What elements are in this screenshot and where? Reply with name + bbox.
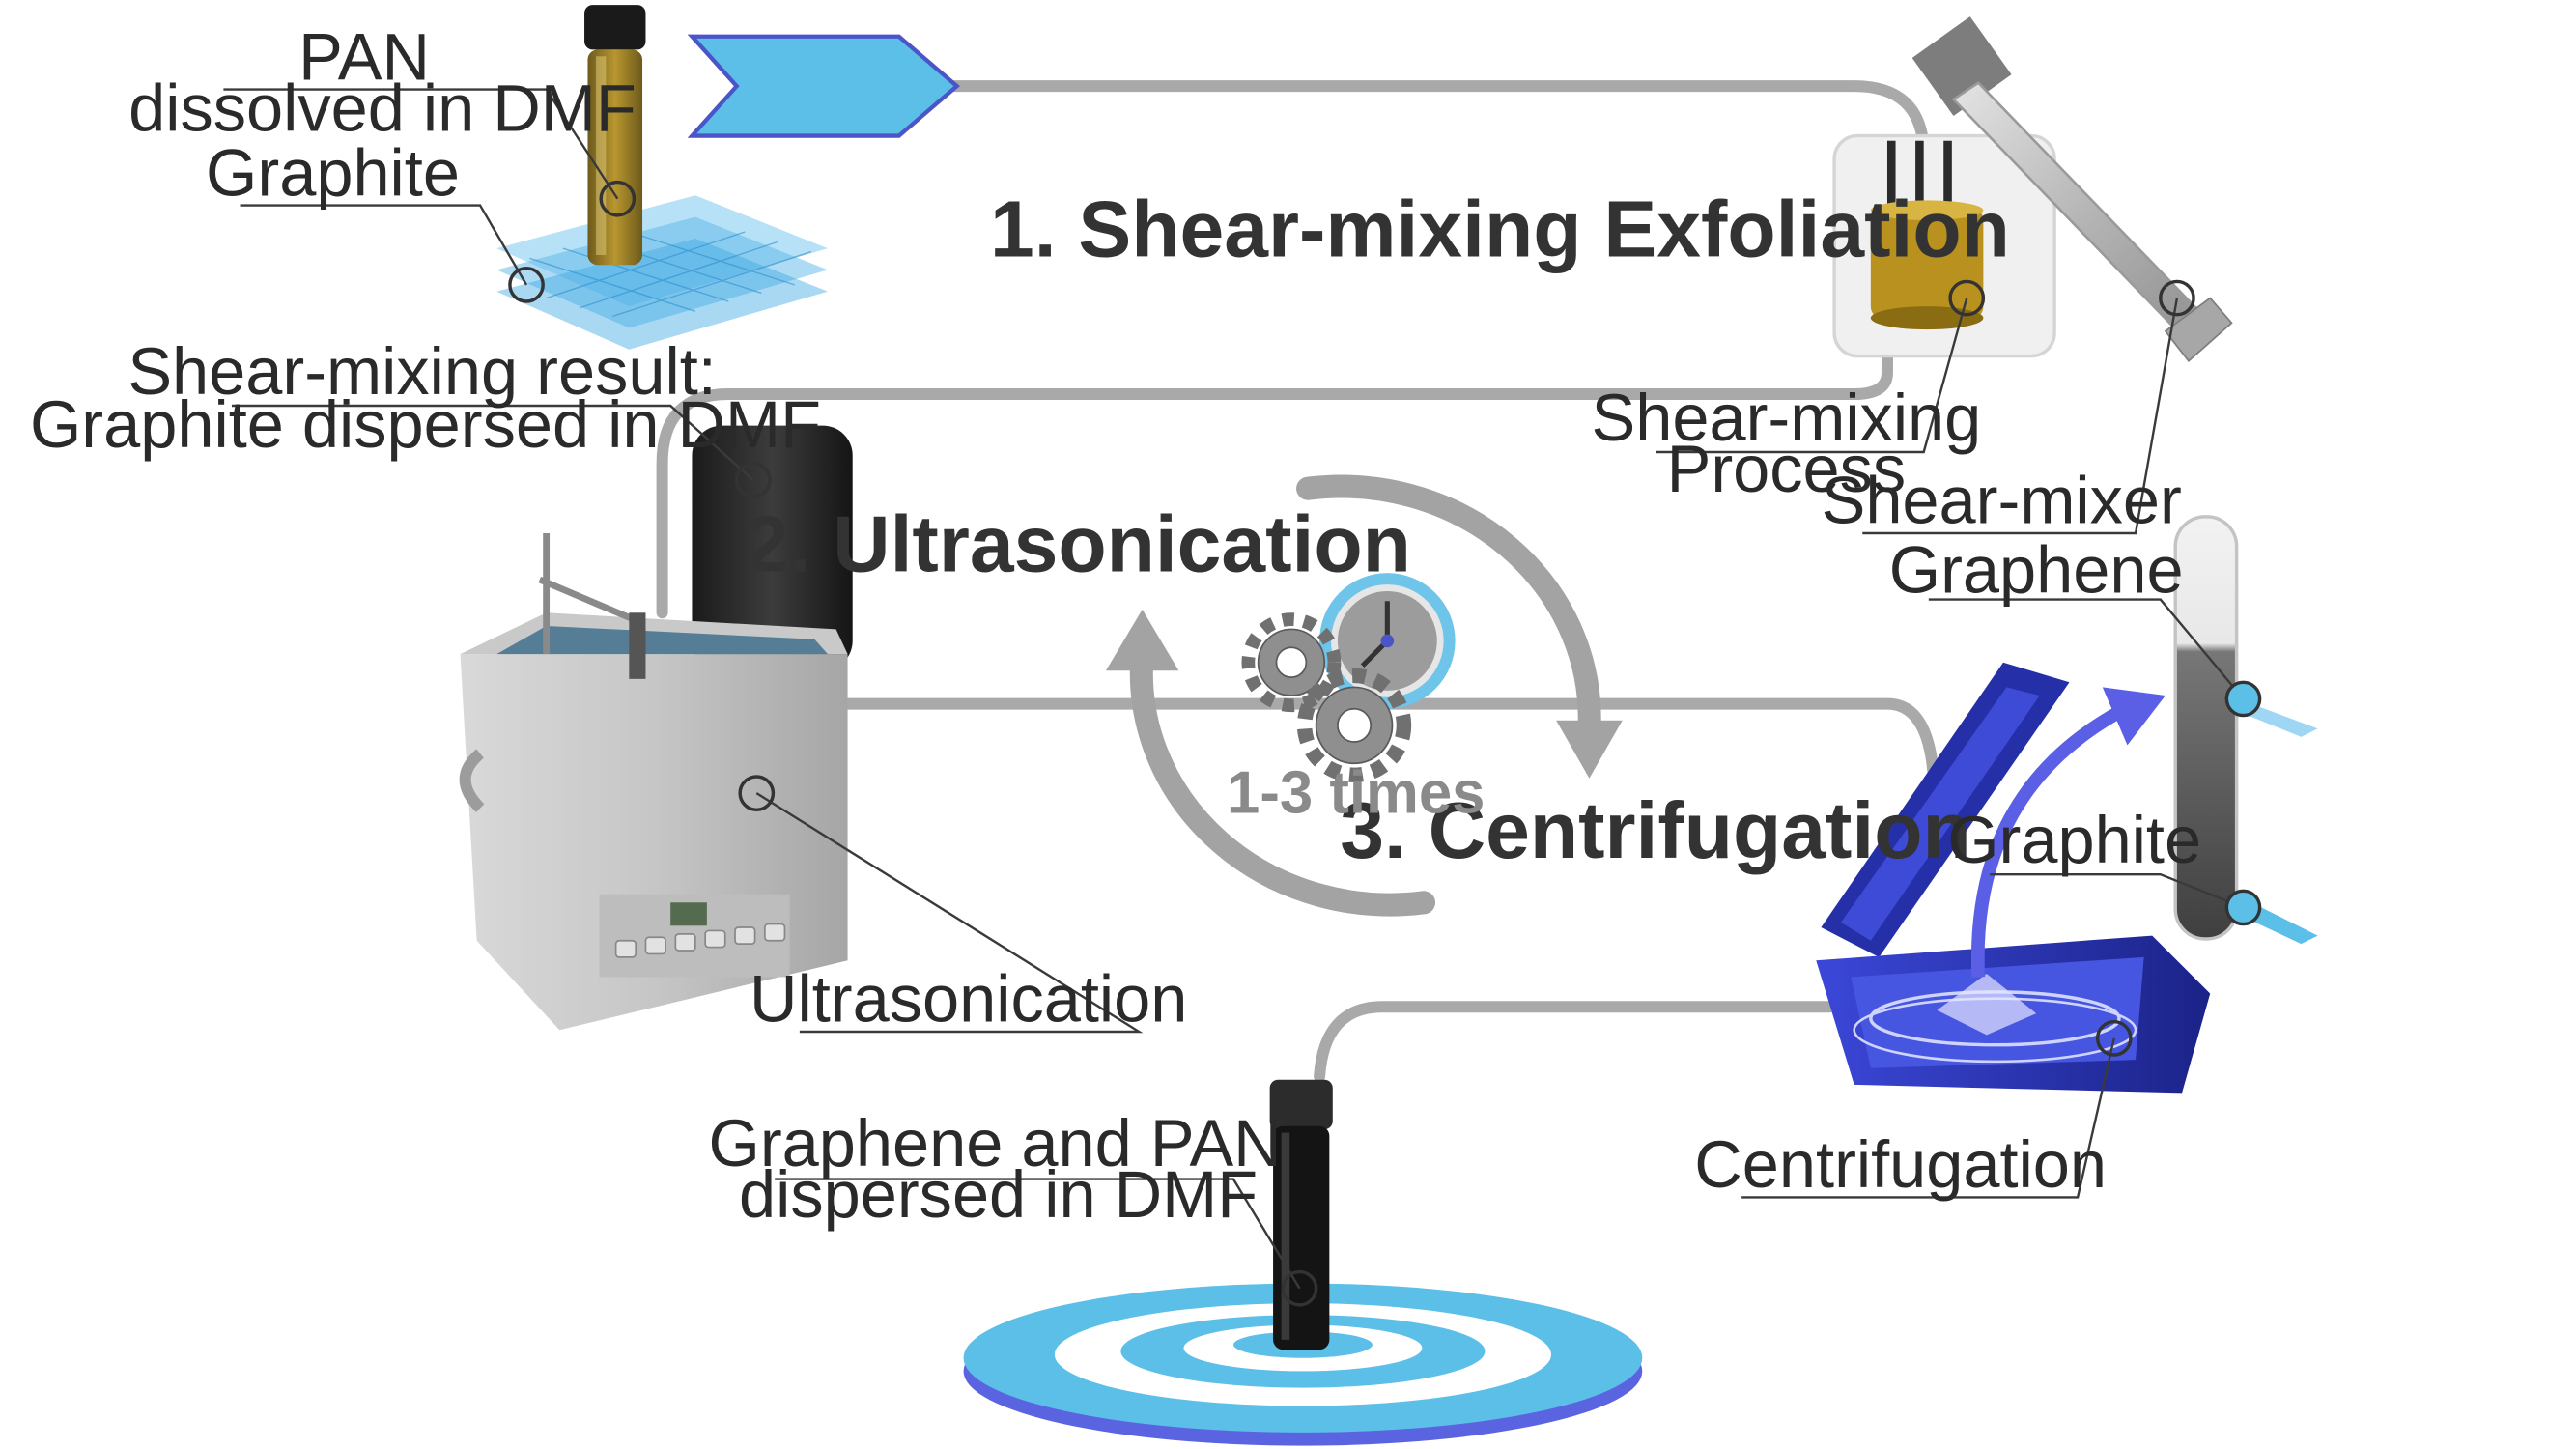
label-result: Shear-mixing result:	[127, 334, 716, 409]
label-process-2: Process	[1667, 432, 1907, 506]
flow-line-return	[656, 333, 1893, 619]
label-centrifuge: Centrifugation	[1694, 1127, 2107, 1202]
marker-mixer	[2159, 279, 2195, 317]
clock-icon	[1319, 573, 1456, 709]
flow-line-bottom	[1314, 1001, 1835, 1083]
label-product-2: dispersed in DMF	[739, 1157, 1258, 1232]
marker-result	[735, 462, 772, 498]
step-centrifugation: 3. Centrifugation	[1340, 787, 1970, 875]
arrow-tag-icon	[687, 34, 960, 138]
cycle-arrowhead-right	[1556, 720, 1623, 779]
marker-process	[1948, 279, 1986, 317]
label-bath: Ultrasonication	[750, 962, 1187, 1037]
step-ultrasonication: 2. Ultrasonication	[745, 500, 1411, 588]
separation-arrow-icon	[1970, 706, 2123, 978]
label-result-dispersed: Graphite dispersed in DMF	[30, 387, 821, 462]
cycle-arrowhead-left	[1105, 609, 1179, 671]
separation-arrowhead	[2102, 687, 2166, 746]
repeat-label: 1-3 times	[1227, 760, 1485, 827]
label-graphite-tube: Graphite	[1947, 803, 2201, 877]
leader-lines	[223, 88, 2245, 1290]
cycle-arrow-icon	[1129, 474, 1601, 917]
label-product: Graphene and PAN	[709, 1106, 1282, 1180]
shear-mixer-image	[1911, 16, 2233, 362]
label-graphene-tube: Graphene	[1889, 533, 2184, 608]
marker-product	[1281, 1269, 1318, 1307]
marker-pan	[599, 180, 637, 217]
label-pan-dissolved: dissolved in DMF	[128, 71, 637, 145]
markers	[508, 180, 2262, 1307]
label-shear-mixer: Shear-mixer	[1822, 464, 2182, 538]
label-process: Shear-mixing	[1592, 381, 1982, 455]
marker-bath	[738, 775, 776, 811]
marker-graphene	[2224, 680, 2262, 718]
marker-graphite-tube	[2224, 889, 2262, 926]
label-pan: PAN	[298, 19, 430, 94]
graphite-layers	[496, 195, 829, 350]
marker-graphite-layers	[508, 267, 545, 303]
gear-icon	[1241, 612, 1412, 782]
flow-line-top	[946, 80, 1930, 156]
graphite-dispersion-cylinder	[692, 425, 853, 671]
label-graphite-top: Graphite	[206, 135, 460, 210]
ultrasonic-bath-image	[459, 533, 848, 1031]
step-shear-mixing: 1. Shear-mixing Exfoliation	[990, 186, 2010, 274]
shear-mixing-process-image	[1832, 133, 2056, 358]
test-tube-image	[2173, 515, 2318, 945]
centrifuge-image	[1816, 662, 2211, 1094]
marker-centrifuge	[2095, 1020, 2133, 1057]
target-platform	[963, 1283, 1643, 1446]
flow-line-middle	[838, 697, 1939, 784]
